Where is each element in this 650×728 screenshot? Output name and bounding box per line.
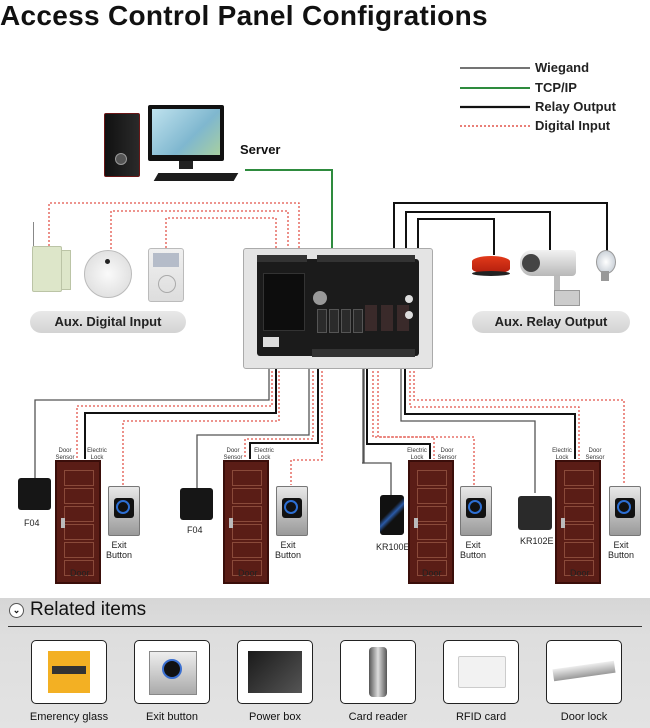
exit-button-label: Exit Button (106, 540, 133, 560)
related-items-section: ⌄ Related items (0, 598, 650, 728)
legend-label-digital-input: Digital Input (535, 118, 611, 133)
emergency-glass-icon (48, 651, 90, 693)
door-sensor-label: Door Sensor (55, 448, 75, 461)
door-icon (555, 460, 601, 584)
rfid-card-icon (458, 656, 506, 688)
related-item-label: Power box (249, 711, 301, 723)
related-item-rfid-card[interactable]: RFID card (429, 640, 533, 723)
pir-motion-sensor-icon (148, 248, 184, 302)
related-item-label: Card reader (348, 711, 408, 723)
door-sensor-label: Door Sensor (437, 448, 457, 461)
siren-icon (472, 256, 510, 278)
power-box-icon (248, 651, 302, 693)
door-label: Door (422, 568, 442, 578)
page-title: Access Control Panel Configrations (0, 0, 488, 31)
reader-label: F04 (187, 525, 203, 535)
related-item-label: Exit button (146, 711, 198, 723)
door-label: Door (70, 568, 90, 578)
door-label: Door (570, 568, 590, 578)
divider (8, 626, 642, 627)
reader-label: KR102E (520, 536, 554, 546)
related-item-label: Emerency glass (29, 711, 109, 723)
aux-relay-wires (393, 202, 608, 255)
aux-relay-output-label: Aux. Relay Output (472, 311, 630, 333)
door-label: Door (238, 568, 258, 578)
legend-label-relay-output: Relay Output (535, 99, 616, 114)
related-item-exit-button[interactable]: Exit button (120, 640, 224, 723)
card-reader-icon (369, 647, 387, 697)
exit-button-label: Exit Button (275, 540, 302, 560)
electric-lock-label: Electric Lock (87, 448, 107, 461)
exit-button-icon (276, 486, 308, 536)
door-icon (55, 460, 101, 584)
related-item-door-lock[interactable]: Door lock (532, 640, 636, 723)
door-sensor-label: Door Sensor (223, 448, 243, 461)
related-item-power-box[interactable]: Power box (223, 640, 327, 723)
related-items-title: Related items (30, 599, 147, 620)
electric-lock-label: Electric Lock (552, 448, 572, 461)
door-contact-sensor-icon (30, 222, 75, 292)
aux-digital-wires (48, 202, 300, 253)
exit-button-icon (149, 651, 197, 695)
aux-digital-input-label: Aux. Digital Input (30, 311, 186, 333)
f04-reader-icon (180, 488, 213, 520)
door-sensor-label: Door Sensor (585, 448, 605, 461)
exit-button-label: Exit Button (608, 540, 635, 560)
chevron-down-icon[interactable]: ⌄ (9, 603, 24, 618)
related-item-emergency-glass[interactable]: Emerency glass (17, 640, 121, 723)
related-item-label: RFID card (455, 711, 507, 723)
kr100e-reader-icon (380, 495, 404, 535)
reader-label: KR100E (376, 542, 410, 552)
legend-label-wiegand: Wiegand (535, 60, 590, 75)
kr102e-reader-icon (518, 496, 552, 530)
light-bulb-icon (596, 250, 616, 286)
desktop-computer-icon (104, 105, 244, 185)
exit-button-icon (108, 486, 140, 536)
exit-button-label: Exit Button (460, 540, 487, 560)
legend-label-tcpip: TCP/IP (535, 80, 577, 95)
related-item-label: Door lock (560, 711, 608, 723)
door-icon (223, 460, 269, 584)
door-lock-icon (552, 660, 616, 682)
electric-lock-label: Electric Lock (254, 448, 274, 461)
electric-lock-label: Electric Lock (407, 448, 427, 461)
server-label: Server (240, 142, 281, 157)
smoke-detector-icon (84, 250, 132, 298)
cctv-camera-icon (520, 250, 582, 306)
exit-button-icon (609, 486, 641, 536)
door-icon (408, 460, 454, 584)
related-item-card-reader[interactable]: Card reader (326, 640, 430, 723)
exit-button-icon (460, 486, 492, 536)
access-control-board-icon (243, 248, 433, 369)
tcpip-wire (245, 169, 333, 248)
f04-reader-icon (18, 478, 51, 510)
wiring-diagram (34, 67, 625, 495)
reader-label: F04 (24, 518, 40, 528)
